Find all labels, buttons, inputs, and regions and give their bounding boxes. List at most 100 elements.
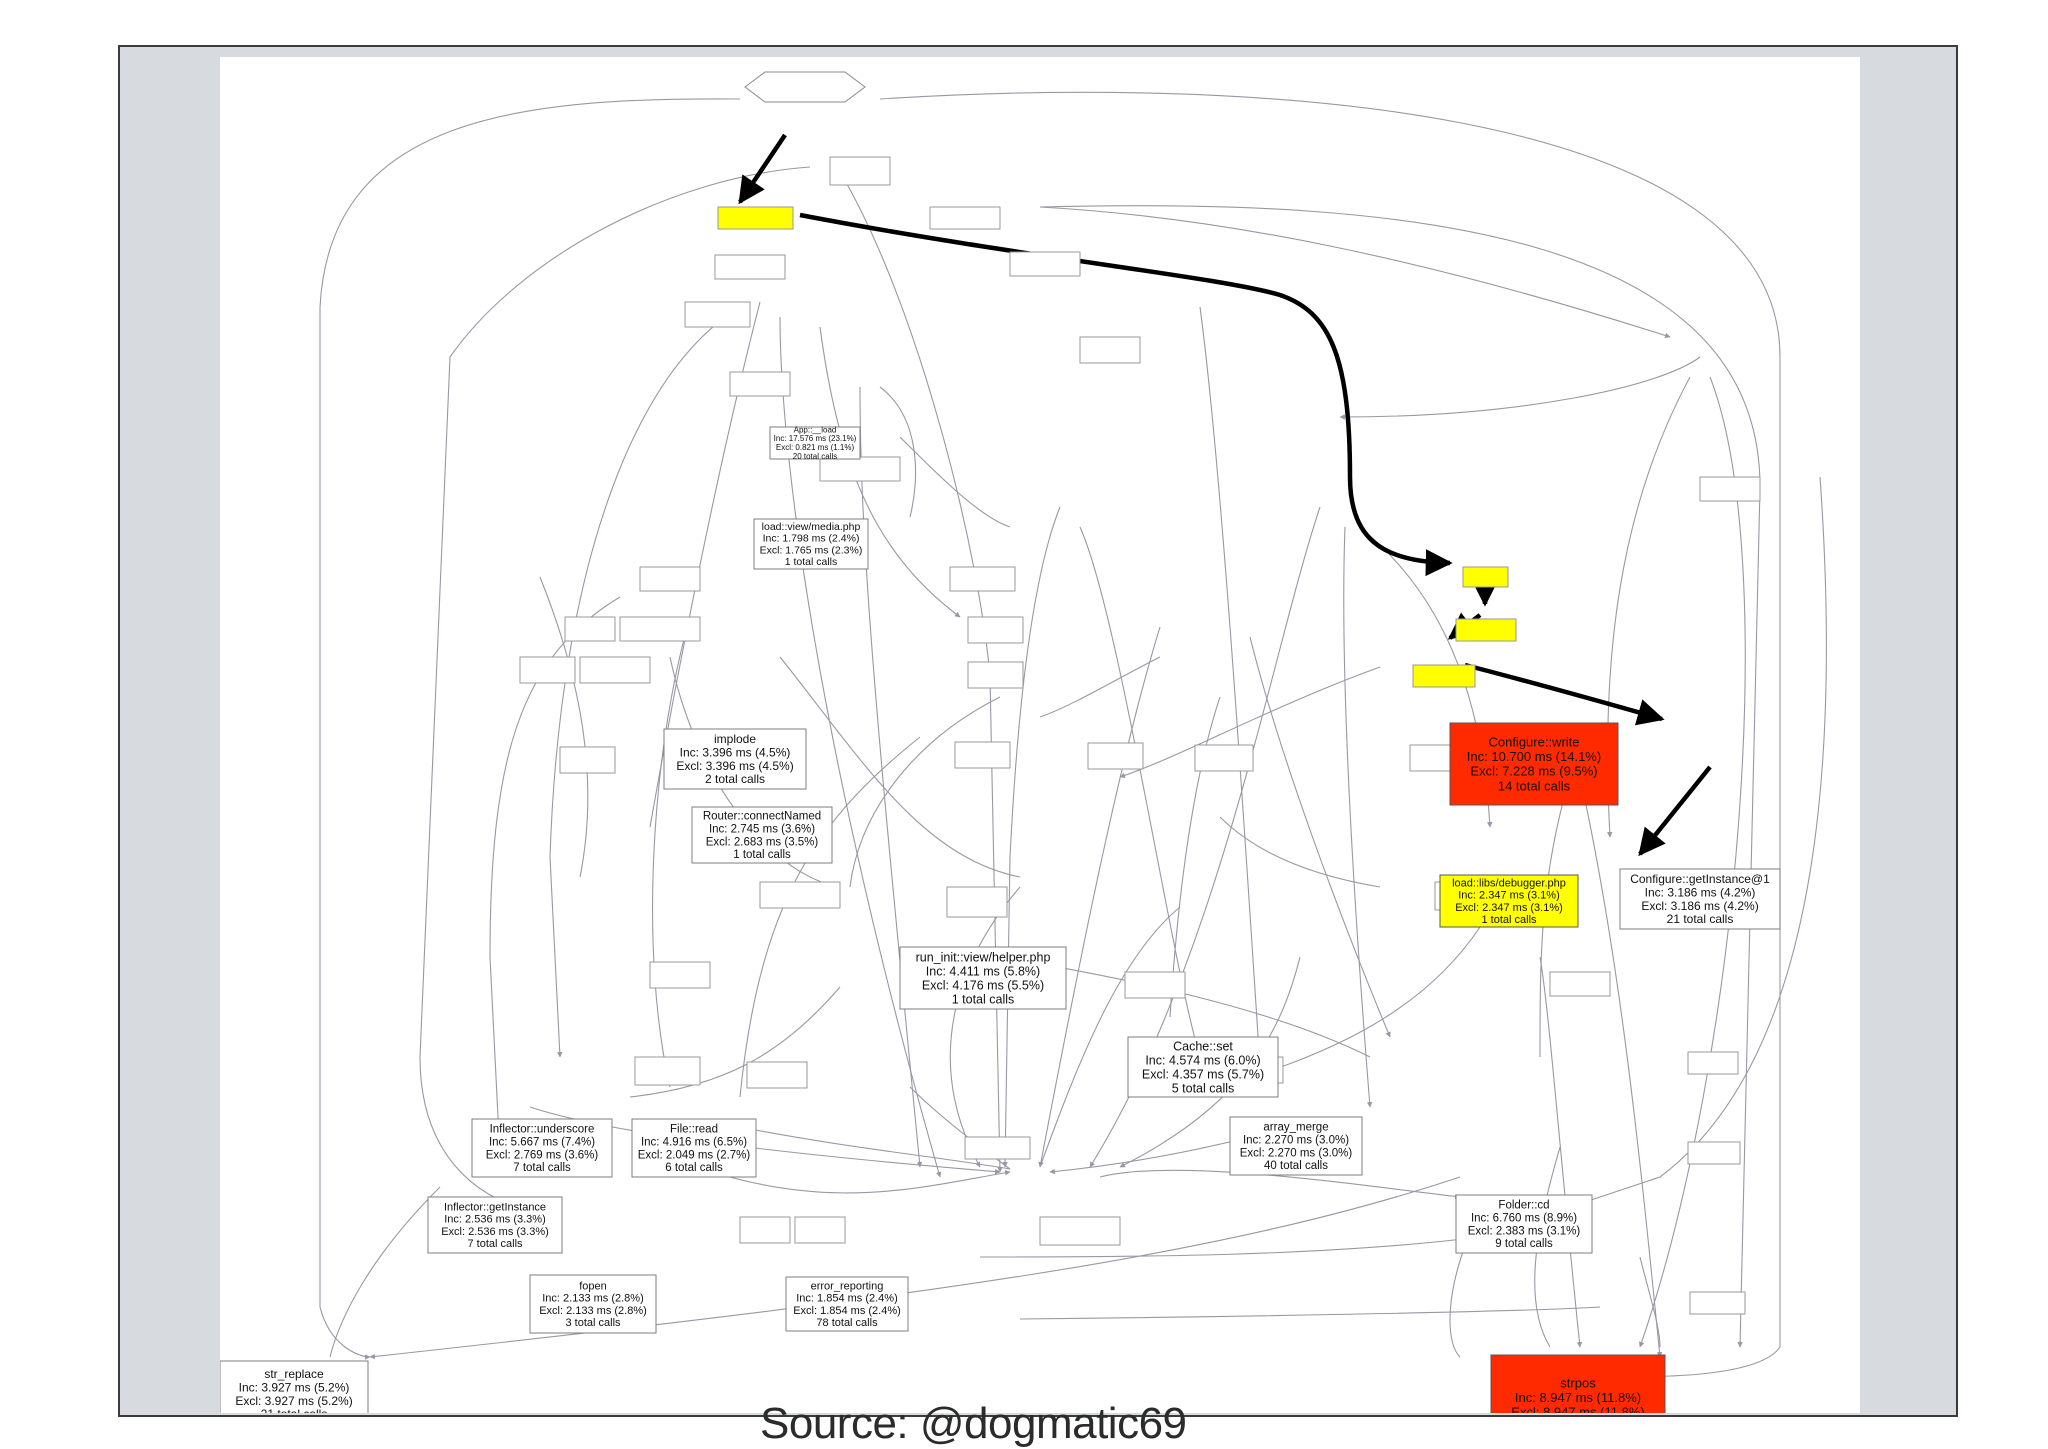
node-line: 3 total calls	[565, 1317, 621, 1329]
node-line: 21 total calls	[1667, 912, 1734, 926]
node-line: implode	[714, 732, 756, 746]
node-line: 21 total calls	[261, 1407, 328, 1413]
node-line: Inflector::underscore	[490, 1124, 595, 1136]
node-box	[1455, 1194, 1593, 1254]
node-box	[471, 1118, 613, 1178]
node-line: Inc: 2.347 ms (3.1%)	[1458, 890, 1560, 902]
node-line: Excl: 1.854 ms (2.4%)	[793, 1305, 901, 1317]
node-line: App::__load	[794, 425, 837, 434]
node-line: Inc: 3.927 ms (5.2%)	[239, 1380, 350, 1394]
node-line: Excl: 3.186 ms (4.2%)	[1641, 899, 1758, 913]
node-line: File::read	[670, 1124, 718, 1136]
node-line: Excl: 2.270 ms (3.0%)	[1240, 1147, 1353, 1159]
node-line: 1 total calls	[785, 556, 838, 568]
node-line: Excl: 3.927 ms (5.2%)	[235, 1394, 352, 1408]
node-line: Excl: 2.383 ms (3.1%)	[1468, 1225, 1581, 1237]
node-line: Excl: 2.049 ms (2.7%)	[638, 1149, 751, 1161]
node-line: Folder::cd	[1498, 1200, 1549, 1212]
node-line: 1 total calls	[733, 849, 791, 861]
node-line: 2 total calls	[705, 772, 765, 786]
node-box	[1127, 1036, 1279, 1098]
node-line: Inflector::getInstance	[444, 1201, 546, 1213]
node-box	[691, 806, 833, 864]
node-line: 7 total calls	[513, 1162, 571, 1174]
node-line: Inc: 5.667 ms (7.4%)	[489, 1136, 595, 1148]
node-line: Inc: 3.186 ms (4.2%)	[1645, 885, 1756, 899]
node-line: strpos	[1560, 1376, 1596, 1391]
node-line: 5 total calls	[1172, 1081, 1235, 1095]
node-line: Excl: 2.769 ms (3.6%)	[486, 1149, 599, 1161]
node-line: Inc: 1.798 ms (2.4%)	[763, 533, 860, 545]
node-box	[1619, 868, 1781, 930]
node-box	[1229, 1116, 1363, 1176]
node-line: 20 total calls	[793, 452, 837, 461]
node-line: Inc: 4.411 ms (5.8%)	[926, 964, 1040, 978]
node-line: str_replace	[264, 1367, 324, 1381]
node-line: Configure::write	[1488, 735, 1579, 750]
node-line: Excl: 2.347 ms (3.1%)	[1455, 902, 1563, 914]
node-line: array_merge	[1263, 1122, 1328, 1134]
node-box	[220, 1360, 369, 1413]
node-line: Inc: 6.760 ms (8.9%)	[1471, 1212, 1577, 1224]
node-box	[529, 1274, 657, 1334]
node-box	[1449, 722, 1619, 806]
node-line: Inc: 4.916 ms (6.5%)	[641, 1136, 747, 1148]
node-line: Cache::set	[1173, 1039, 1233, 1053]
node-line: Inc: 2.745 ms (3.6%)	[709, 823, 815, 835]
node-line: Configure::getInstance@1	[1630, 872, 1770, 886]
node-box	[1490, 1354, 1666, 1413]
node-line: 6 total calls	[665, 1162, 723, 1174]
node-box	[631, 1118, 757, 1178]
node-line: Inc: 1.854 ms (2.4%)	[796, 1293, 898, 1305]
node-box	[769, 426, 861, 460]
node-box	[427, 1196, 563, 1254]
node-box	[1439, 874, 1579, 928]
node-line: Excl: 4.176 ms (5.5%)	[922, 978, 1044, 992]
node-line: fopen	[579, 1280, 607, 1292]
node-line: run_init::view/helper.php	[916, 950, 1051, 964]
node-line: Inc: 2.536 ms (3.3%)	[444, 1214, 546, 1226]
node-line: load::view/media.php	[762, 521, 861, 533]
node-line: Excl: 8.947 ms (11.8%)	[1511, 1405, 1644, 1413]
node-line: Excl: 2.536 ms (3.3%)	[441, 1226, 549, 1238]
node-line: Inc: 2.270 ms (3.0%)	[1243, 1134, 1349, 1146]
node-line: 78 total calls	[816, 1317, 878, 1329]
node-line: Inc: 4.574 ms (6.0%)	[1145, 1053, 1260, 1067]
node-line: Inc: 17.576 ms (23.1%)	[774, 434, 857, 443]
node-line: 9 total calls	[1495, 1238, 1553, 1250]
node-line: 14 total calls	[1498, 778, 1571, 793]
node-line: 7 total calls	[467, 1238, 523, 1250]
node-line: Excl: 2.133 ms (2.8%)	[539, 1305, 647, 1317]
node-line: Excl: 7.228 ms (9.5%)	[1470, 764, 1597, 779]
node-line: Excl: 2.683 ms (3.5%)	[706, 836, 819, 848]
node-line: Inc: 10.700 ms (14.1%)	[1467, 749, 1601, 764]
node-line: Excl: 4.357 ms (5.7%)	[1142, 1067, 1264, 1081]
node-line: Inc: 8.947 ms (11.8%)	[1515, 1390, 1641, 1405]
node-line: Excl: 3.396 ms (4.5%)	[676, 759, 793, 773]
node-line: Router::connectNamed	[703, 811, 821, 823]
minor-nodes	[519, 71, 1761, 1315]
node-box	[899, 946, 1067, 1010]
node-line: 1 total calls	[952, 992, 1015, 1006]
node-line: Inc: 2.133 ms (2.8%)	[542, 1293, 644, 1305]
source-credit: Source: @dogmatic69	[760, 1399, 1187, 1448]
node-box	[785, 1276, 909, 1332]
node-line: 1 total calls	[1481, 914, 1537, 926]
